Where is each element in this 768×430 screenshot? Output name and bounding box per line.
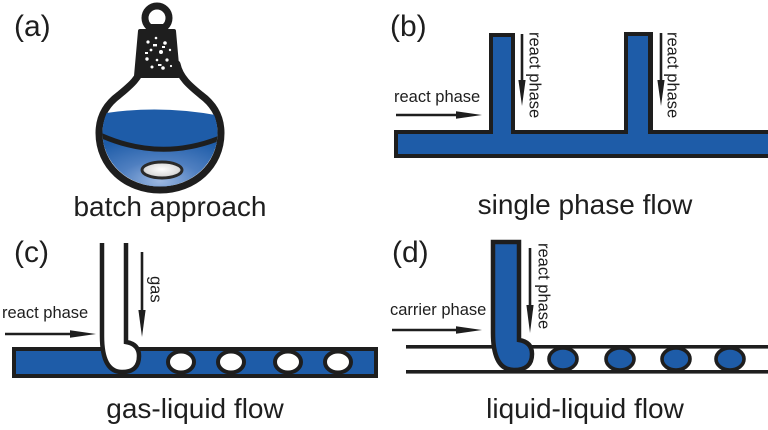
flask [95,2,225,194]
caption-gas-liquid-flow: gas-liquid flow [106,393,284,424]
gas-arrowhead-c [138,310,146,337]
gas-inlet-tube [99,243,142,375]
stopper-speckles [145,36,173,70]
label-react-phase-b-side2: react phase [663,32,682,119]
inlet-2-fluid-b [628,36,648,154]
panel-d-letter: (d) [392,236,429,269]
side-arrowhead-b-2 [657,80,665,106]
react-arrowhead-d [526,305,534,333]
react-inlet-tube [490,239,535,373]
channel-top-wall-d [406,345,768,349]
label-gas-c: gas [146,276,165,303]
label-react-phase-c: react phase [2,304,89,322]
panel-c-letter: (c) [14,236,49,269]
inlet-arrowhead-c [70,330,96,338]
gas-liquid-channel [5,243,378,378]
inlet-1-fluid-b [493,37,511,154]
label-react-phase-d-side: react phase [534,243,553,330]
label-react-phase-b-side1: react phase [525,32,544,119]
stir-bar [140,160,184,180]
channel-bottom-wall-d [406,370,768,374]
liquid-liquid-channel [392,239,768,374]
inlet-arrowhead-b-left [456,111,482,119]
caption-batch-approach: batch approach [73,191,267,222]
label-react-phase-b: react phase [394,88,481,106]
side-arrowhead-b-1 [518,80,526,106]
liquid-droplets [547,346,746,372]
main-channel-fluid-b [398,134,768,154]
flask-liquid [102,109,218,187]
single-phase-channel [394,32,768,158]
caption-liquid-liquid-flow: liquid-liquid flow [486,393,684,424]
gas-bubbles [166,349,353,375]
inlet-arrowhead-d [456,326,482,334]
liquid-surface-line [102,132,218,152]
panel-b-letter: (b) [390,10,427,43]
panel-a-letter: (a) [14,10,51,43]
label-carrier-phase-d: carrier phase [390,301,487,319]
caption-single-phase-flow: single phase flow [477,189,693,220]
